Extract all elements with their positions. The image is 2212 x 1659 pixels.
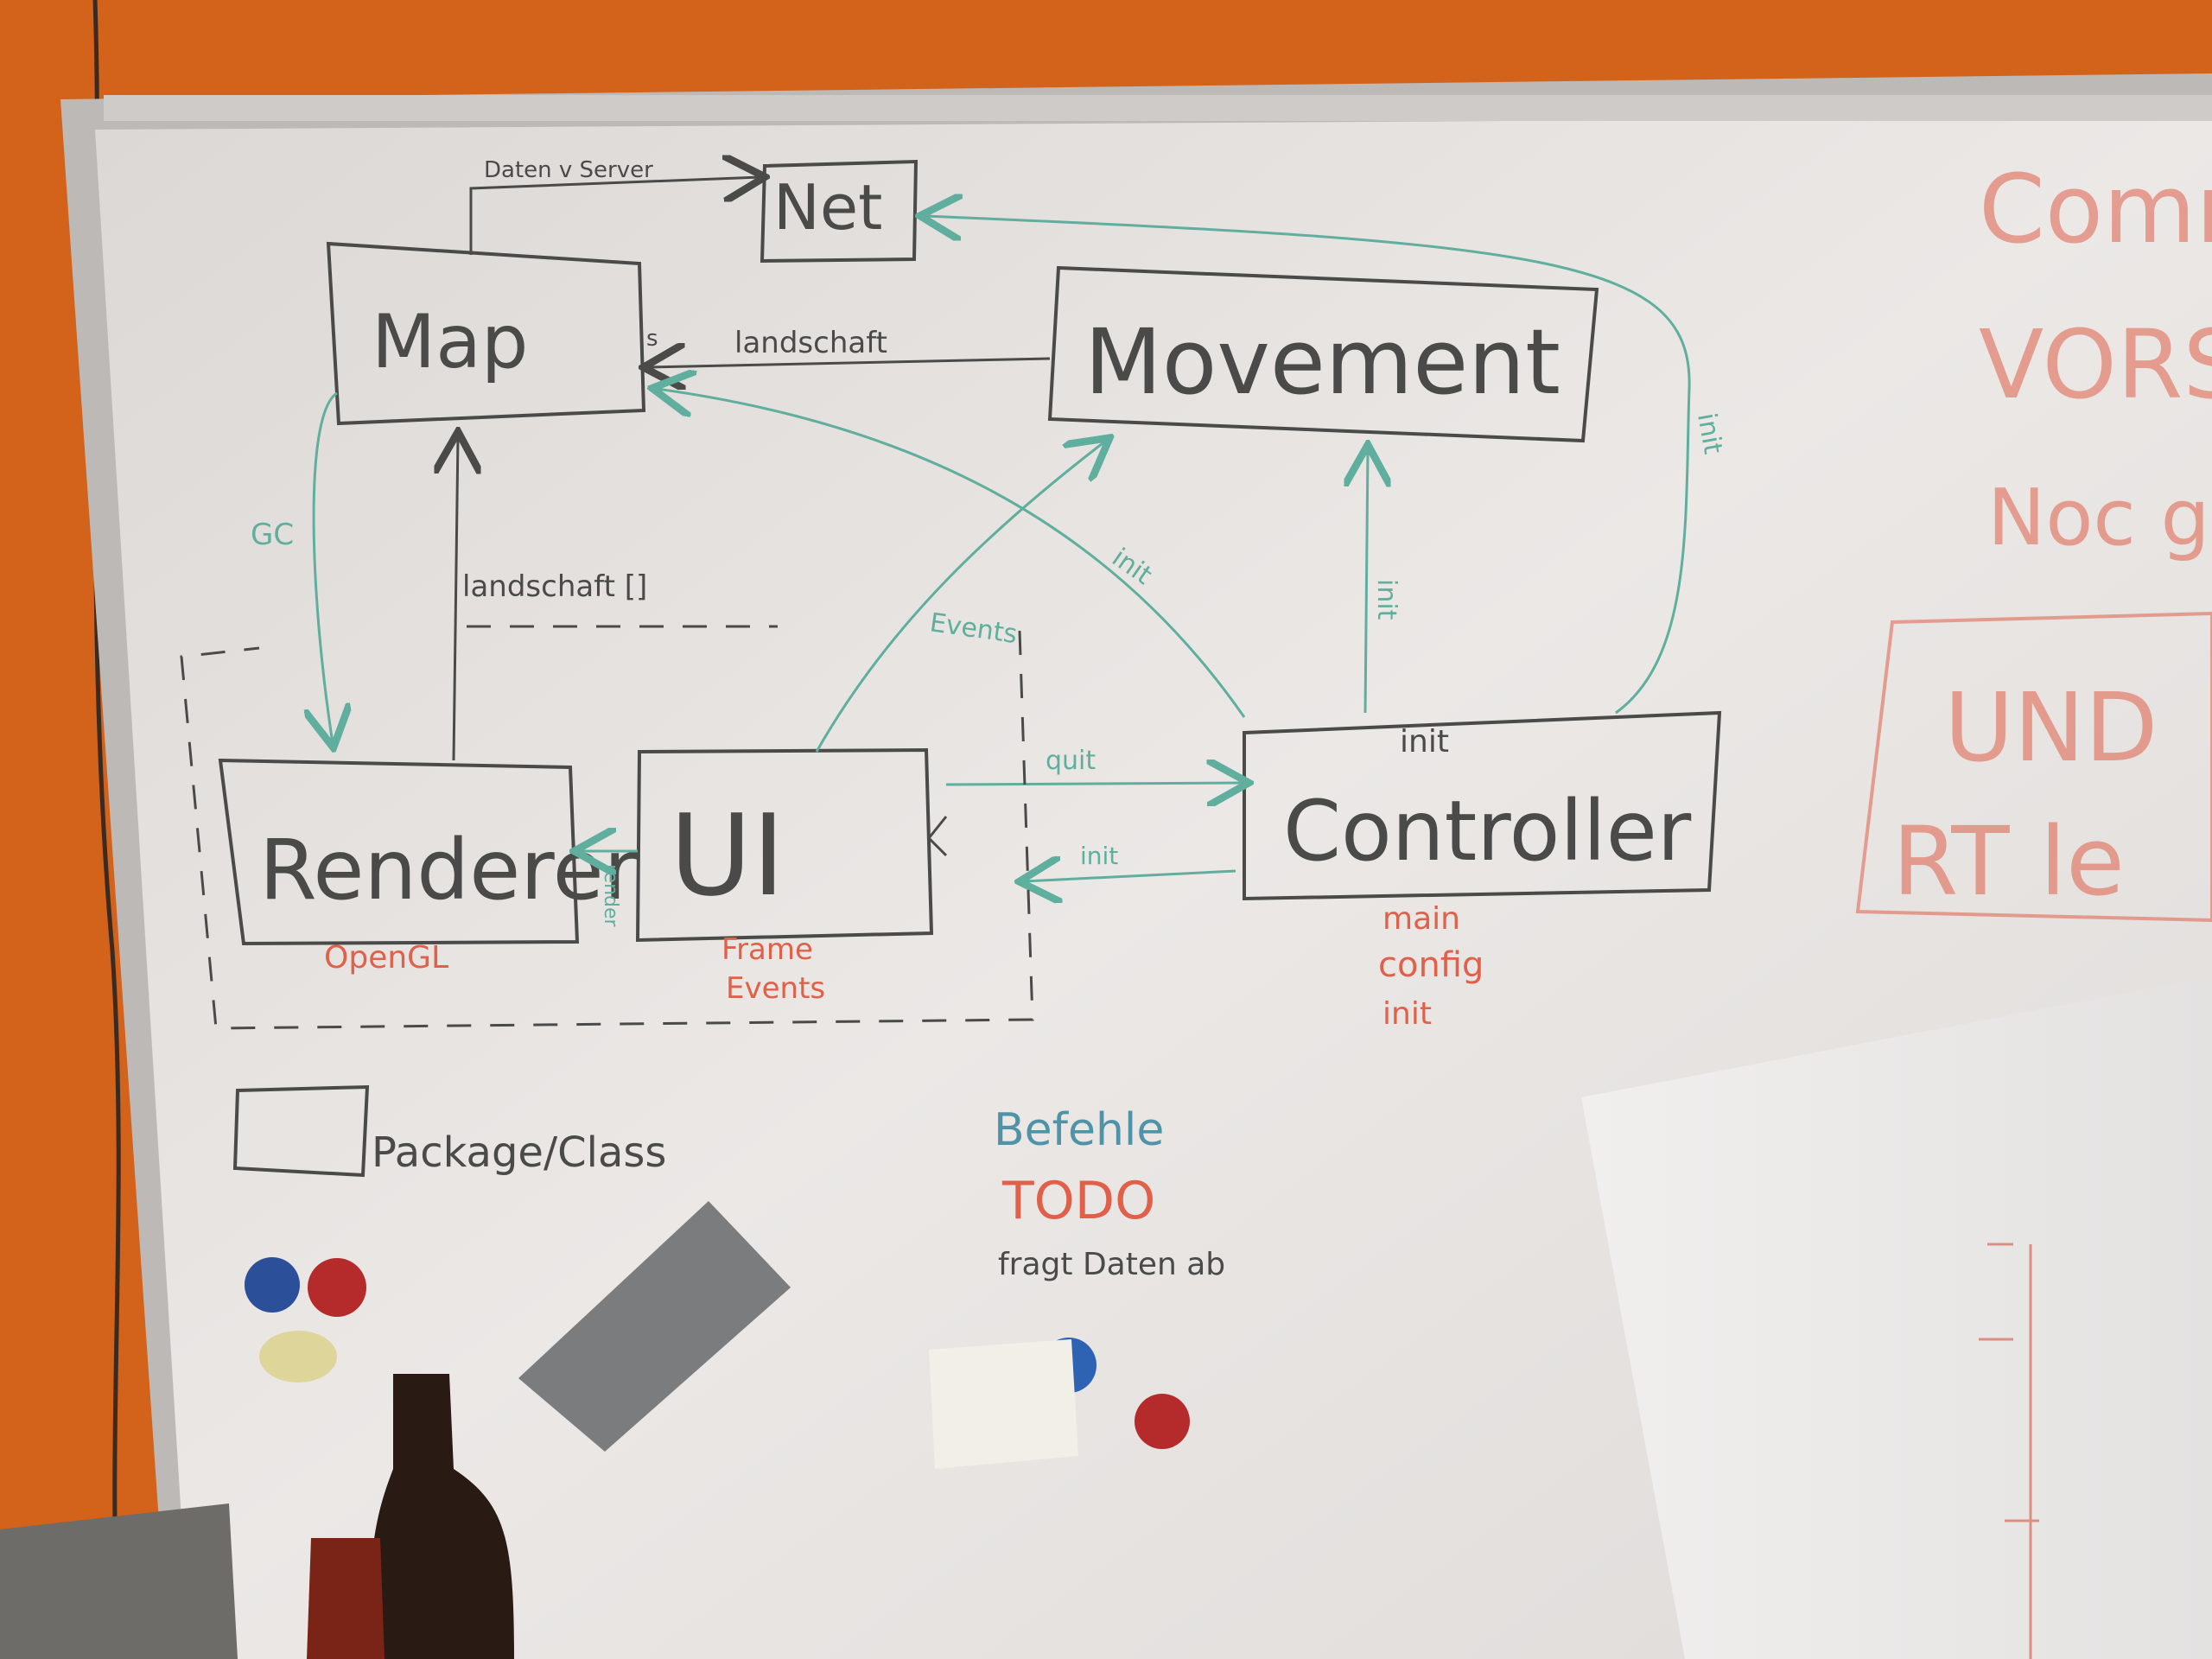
right-panel-line-4: UND — [1944, 672, 2158, 783]
controller-to-movement-arrow — [1365, 449, 1368, 714]
box-movement: Movement — [1047, 265, 1599, 443]
ui-return-arrowhead — [926, 816, 948, 857]
movement-map-side-label: s — [646, 326, 658, 352]
controller-note-3: init — [1382, 996, 1432, 1032]
ui-note-1: Frame — [721, 932, 813, 967]
paper-lines — [1979, 1243, 2039, 1659]
ui-renderer-label: render — [600, 864, 621, 928]
metal-cup — [0, 1503, 238, 1659]
yellow-sticker — [259, 1331, 337, 1382]
controller-top-label: init — [1400, 724, 1449, 760]
ui-label: UI — [670, 790, 785, 921]
box-controller: Controller — [1243, 710, 1722, 901]
renderer-note: OpenGL — [324, 940, 448, 976]
renderer-to-map-arrow — [454, 436, 458, 761]
legend-box-label: Package/Class — [372, 1128, 666, 1177]
board-top-rail — [104, 95, 2212, 121]
map-net-label: Daten v Server — [484, 157, 653, 183]
controller-note-2: config — [1378, 945, 1484, 985]
right-panel-line-2: VORS — [1979, 309, 2212, 420]
controller-to-net-arrow — [925, 216, 1691, 715]
legend-todo: TODO — [1001, 1171, 1155, 1231]
controller-label: Controller — [1283, 783, 1692, 880]
net-label: Net — [773, 171, 882, 244]
ui-to-controller-arrow — [945, 783, 1244, 785]
right-panel-line-1: Comm — [1979, 154, 2212, 264]
movement-map-label: landschaft — [734, 326, 887, 360]
controller-note-1: main — [1382, 901, 1460, 937]
right-panel-line-3: Noc g — [1987, 473, 2210, 563]
controller-to-ui-arrow — [1024, 871, 1236, 881]
box-ui: UI — [635, 747, 934, 943]
sticky-note — [929, 1339, 1078, 1469]
movement-label: Movement — [1084, 309, 1560, 415]
red-magnet — [308, 1258, 366, 1317]
faded-right-panel: Comm VORS Noc g UND RT le — [1855, 154, 2212, 923]
legend-fragt: fragt Daten ab — [998, 1247, 1225, 1282]
controller-ui-label: init — [1080, 842, 1118, 870]
map-to-renderer-arrow — [314, 391, 337, 743]
ui-note-2: Events — [726, 971, 825, 1006]
paper-sheet — [1581, 976, 2212, 1659]
renderer-label: Renderer — [259, 822, 639, 918]
map-renderer-label: GC — [251, 518, 294, 552]
movement-to-map-arrow — [648, 359, 1051, 367]
red-magnet — [1135, 1394, 1190, 1449]
legend-befehle: Befehle — [994, 1104, 1164, 1156]
box-map: Map — [326, 241, 646, 426]
ui-controller-label: quit — [1046, 746, 1096, 776]
eraser — [518, 1201, 791, 1452]
controller-net-label: init — [1691, 410, 1728, 456]
box-net: Net — [760, 159, 918, 264]
renderer-map-label: landschaft [] — [462, 569, 647, 604]
legend-box — [232, 1084, 370, 1178]
controller-movement-label: init — [1371, 579, 1402, 620]
bottle-cap — [307, 1538, 385, 1659]
controller-to-map-arrow — [657, 389, 1246, 718]
map-label: Map — [372, 299, 529, 385]
bottle — [367, 1374, 514, 1659]
right-panel-line-5: RT le — [1892, 806, 2125, 917]
map-to-net-arrow — [469, 177, 760, 255]
ui-to-movement-arrow — [815, 441, 1106, 753]
blue-magnet — [245, 1257, 300, 1313]
dashed-group-boundary — [180, 625, 1034, 1030]
